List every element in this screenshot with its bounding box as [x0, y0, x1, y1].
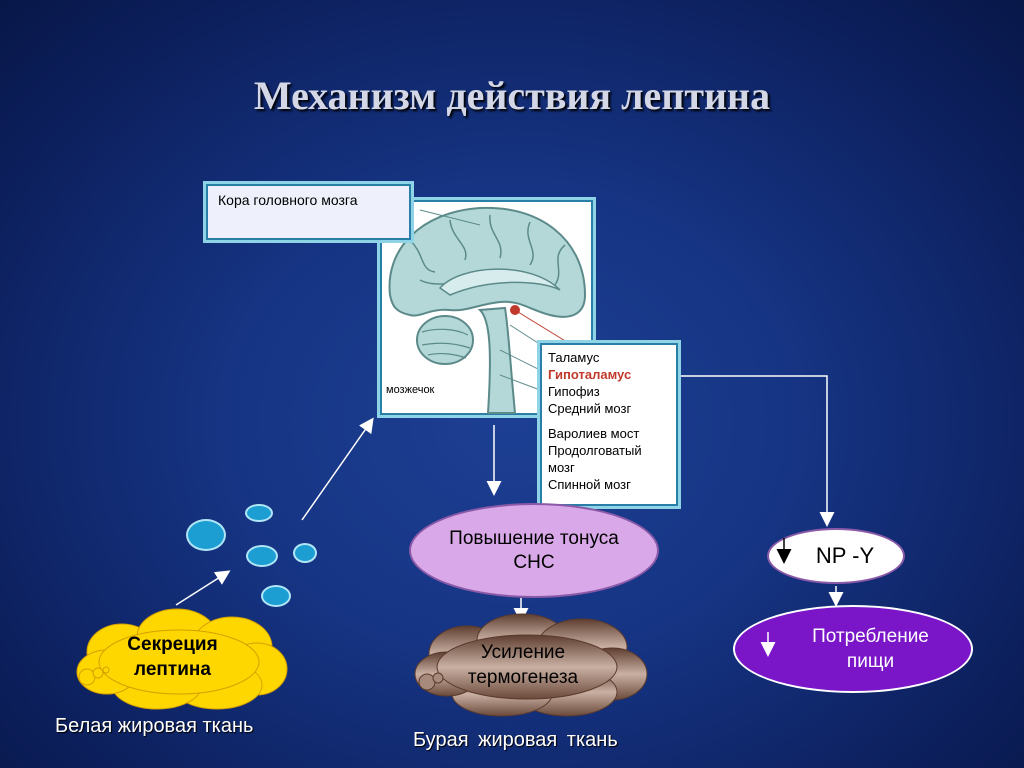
npy-ellipse: NP -Y	[767, 528, 905, 584]
page-title: Механизм действия лептина	[253, 73, 771, 118]
brain-illustration	[388, 206, 587, 414]
leptin-bubble-3	[246, 545, 278, 567]
structure-pituitary: Гипофиз	[548, 384, 600, 399]
leptin-cloud	[76, 608, 288, 710]
cortex-label: Кора головного мозга	[218, 192, 358, 208]
structure-pons: Варолиев мост	[548, 426, 640, 441]
thermogenesis-label: Усиление термогенеза	[467, 642, 579, 688]
leptin-secretion-label: Секреция лептина	[127, 634, 218, 680]
npy-label: NP -Y	[815, 543, 875, 568]
leptin-bubble-2	[245, 504, 273, 522]
cortex-label-box: Кора головного мозга	[203, 181, 414, 243]
brain-structures-box: Таламус Гипоталамус Гипофиз Средний мозг…	[537, 340, 681, 509]
leptin-bubble-1	[186, 519, 226, 551]
sns-tone-label: Повышение тонуса СНС	[449, 527, 619, 573]
cerebellum-label: мозжечок	[386, 384, 435, 396]
food-intake-label: Потребление пищи	[812, 626, 929, 672]
arrow-to-brain	[301, 417, 374, 521]
arrow-from-cloud	[175, 570, 231, 606]
food-intake-ellipse: Потребление пищи	[733, 605, 973, 693]
white-fat-label: Белая жировая ткань	[55, 715, 254, 737]
leptin-bubble-5	[261, 585, 291, 607]
arrow-to-npy	[680, 375, 835, 527]
structure-midbrain: Средний мозг	[548, 401, 632, 416]
structure-thalamus: Таламус	[548, 350, 600, 365]
brown-fat-label: Бурая жировая ткань	[413, 729, 618, 751]
structure-hypothalamus: Гипоталамус	[548, 367, 632, 382]
structure-medulla: Продолговатый мозг	[548, 443, 642, 475]
sns-tone-ellipse: Повышение тонуса СНС	[409, 503, 659, 598]
leptin-bubble-4	[293, 543, 317, 563]
structure-spinal-cord: Спинной мозг	[548, 477, 631, 492]
thermogenesis-cloud	[414, 613, 648, 717]
